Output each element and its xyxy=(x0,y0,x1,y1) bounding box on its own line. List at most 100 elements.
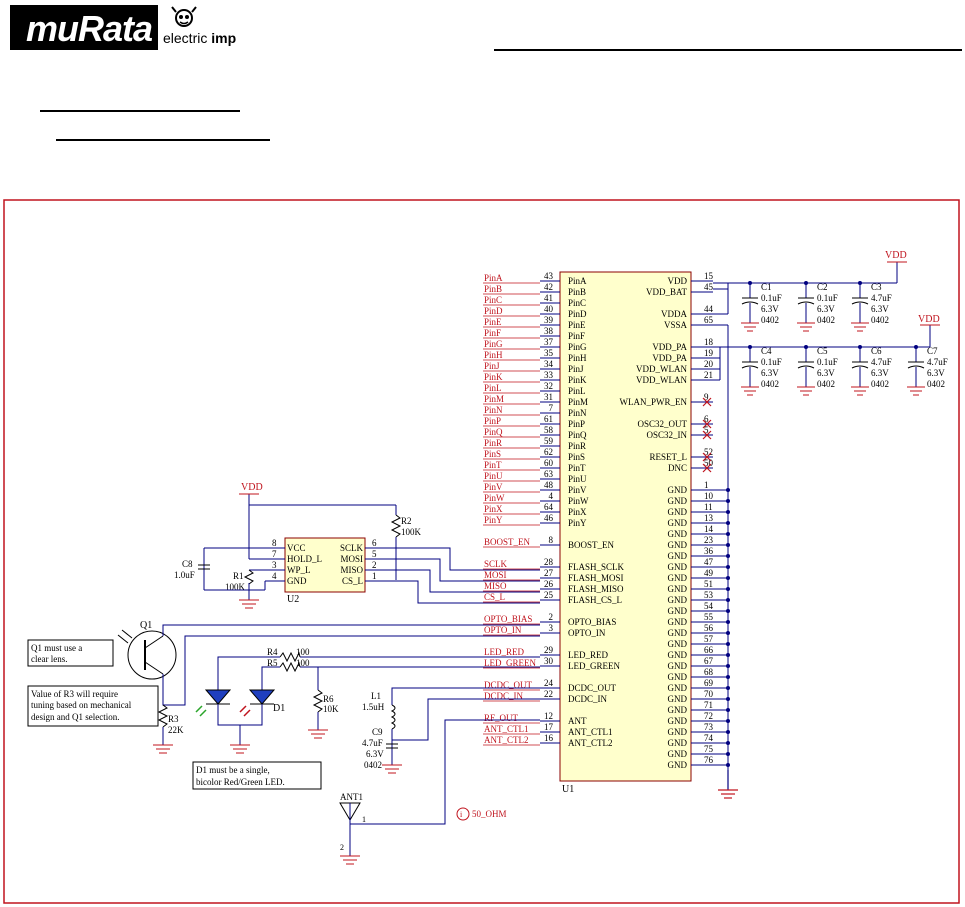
q1-transistor xyxy=(127,630,177,680)
u1-left-pin-num: 62 xyxy=(544,447,553,457)
u1-left-pin-name: ANT_CTL2 xyxy=(568,738,613,748)
ant1-pin1: 1 xyxy=(362,815,366,824)
u1-right-pin-name: VSSA xyxy=(664,320,688,330)
u1-left-pin-name: PinD xyxy=(568,309,587,319)
u1-net-label: PinX xyxy=(484,504,503,514)
u1-ground-icon xyxy=(718,770,738,799)
u1-net-label: LED_GREEN xyxy=(484,658,536,668)
u1-right-pin-name: GND xyxy=(668,617,688,627)
u1-right-pin-name: GND xyxy=(668,639,688,649)
u1-net-label: PinH xyxy=(484,350,503,360)
green-light-icon xyxy=(195,705,207,717)
u1-right-pin-num: 74 xyxy=(704,733,714,743)
u1-net-label: PinU xyxy=(484,471,503,481)
testpoint-circle xyxy=(456,807,470,821)
opto-in-wire xyxy=(162,635,540,706)
dcdc-out-wire xyxy=(391,687,540,705)
u1-right-pin-name: GND xyxy=(668,650,688,660)
u2-ground-icon xyxy=(239,599,259,609)
u1-net-label: PinT xyxy=(484,460,502,470)
dcdc-in-wire xyxy=(392,698,540,741)
u1-left-pin-num: 38 xyxy=(544,326,554,336)
r6-value: 10K xyxy=(323,704,339,714)
u1-body xyxy=(559,271,692,782)
u1-right-pin-name: GND xyxy=(668,485,688,495)
u1-right-pin-name: GND xyxy=(668,562,688,572)
u1-left-pin-num: 46 xyxy=(544,513,554,523)
murata-logo-text: muRata xyxy=(26,8,153,49)
u1-right-pin-num: 36 xyxy=(704,546,714,556)
r1-resistor xyxy=(243,569,254,585)
u1-right-pin-num: 44 xyxy=(704,304,714,314)
u1-left-pin-name: ANT_CTL1 xyxy=(568,727,613,737)
no-connect-icon xyxy=(702,397,712,407)
u1-right-pin-name: VDD_WLAN xyxy=(636,375,687,385)
u1-left-pin-num: 22 xyxy=(544,689,553,699)
u1-left-pin-num: 7 xyxy=(549,403,554,413)
u1-right-pin-name: GND xyxy=(668,628,688,638)
u1-right-pin-name: GND xyxy=(668,551,688,561)
u1-right-pin-name: VDD_PA xyxy=(652,353,687,363)
u1-right-pin-num: 73 xyxy=(704,722,714,732)
miso-wire xyxy=(385,569,540,593)
u1-right-pin-num: 14 xyxy=(704,524,714,534)
u1-right-pin-name: GND xyxy=(668,760,688,770)
r3-value: 22K xyxy=(168,725,184,735)
d1-ground-icon xyxy=(230,744,250,754)
cap-ref: C6 xyxy=(871,346,882,356)
cap-voltage: 6.3V xyxy=(927,368,945,378)
cap-ground-icon xyxy=(741,322,759,332)
u1-left-pin-num: 25 xyxy=(544,590,554,600)
u1-left-pin-num: 63 xyxy=(544,469,554,479)
u1-right-pin-name: VDDA xyxy=(661,309,687,319)
u1-right-pin-num: 53 xyxy=(704,590,714,600)
u1-left-pin-name: PinQ xyxy=(568,430,587,440)
u1-left-pin-name: PinT xyxy=(568,463,586,473)
u1-net-label: PinL xyxy=(484,383,502,393)
no-connect-icon xyxy=(702,452,712,462)
u1-right-pin-name: GND xyxy=(668,606,688,616)
cap-plate-bottom xyxy=(741,301,759,305)
u2-left-pin-name: WP_L xyxy=(287,565,311,575)
l1-ref: L1 xyxy=(371,691,381,701)
cap-package: 0402 xyxy=(927,379,945,389)
u1-right-pin-name: VDD_WLAN xyxy=(636,364,687,374)
note-q1-box xyxy=(27,639,114,667)
vdd-label-2: VDD xyxy=(918,314,940,325)
u2-vdd-label: VDD xyxy=(241,482,263,493)
u1-right-pin-num: 69 xyxy=(704,678,714,688)
u1-left-pin-name: BOOST_EN xyxy=(568,540,615,550)
u1-right-pin-num: 45 xyxy=(704,282,714,292)
u1-left-pin-name: PinU xyxy=(568,474,587,484)
u1-left-pin-name: FLASH_SCLK xyxy=(568,562,625,572)
u1-net-label: SCLK xyxy=(484,559,508,569)
u1-right-pin-name: VDD xyxy=(668,276,688,286)
cap-ref: C1 xyxy=(761,282,772,292)
u1-left-pin-num: 24 xyxy=(544,678,554,688)
no-connect-icon xyxy=(702,419,712,429)
u1-left-pin-num: 64 xyxy=(544,502,554,512)
u1-right-pin-num: 15 xyxy=(704,271,714,281)
r3-resistor xyxy=(157,704,169,728)
u2-left-pin-name: HOLD_L xyxy=(287,554,322,564)
u1-left-pin-num: 26 xyxy=(544,579,554,589)
cap-plate-bottom xyxy=(797,365,815,369)
u1-left-pin-num: 34 xyxy=(544,359,554,369)
r6-resistor xyxy=(312,689,324,713)
cap-package: 0402 xyxy=(817,315,835,325)
u1-left-pin-name: PinS xyxy=(568,452,585,462)
u1-right-pin-name: GND xyxy=(668,716,688,726)
u1-net-label: PinY xyxy=(484,515,503,525)
note-q1-line1: Q1 must use a xyxy=(31,643,82,653)
murata-logo: muRata xyxy=(10,5,158,50)
u1-right-pin-name: DNC xyxy=(668,463,687,473)
u1-left-pin-num: 40 xyxy=(544,304,554,314)
u1-net-label: PinA xyxy=(484,273,503,283)
testpoint-symbol: i xyxy=(460,810,463,819)
ant1-pin2: 2 xyxy=(340,843,344,852)
c9-package: 0402 xyxy=(364,760,382,770)
r6-ground-icon xyxy=(308,729,328,739)
u1-left-pin-name: PinW xyxy=(568,496,589,506)
